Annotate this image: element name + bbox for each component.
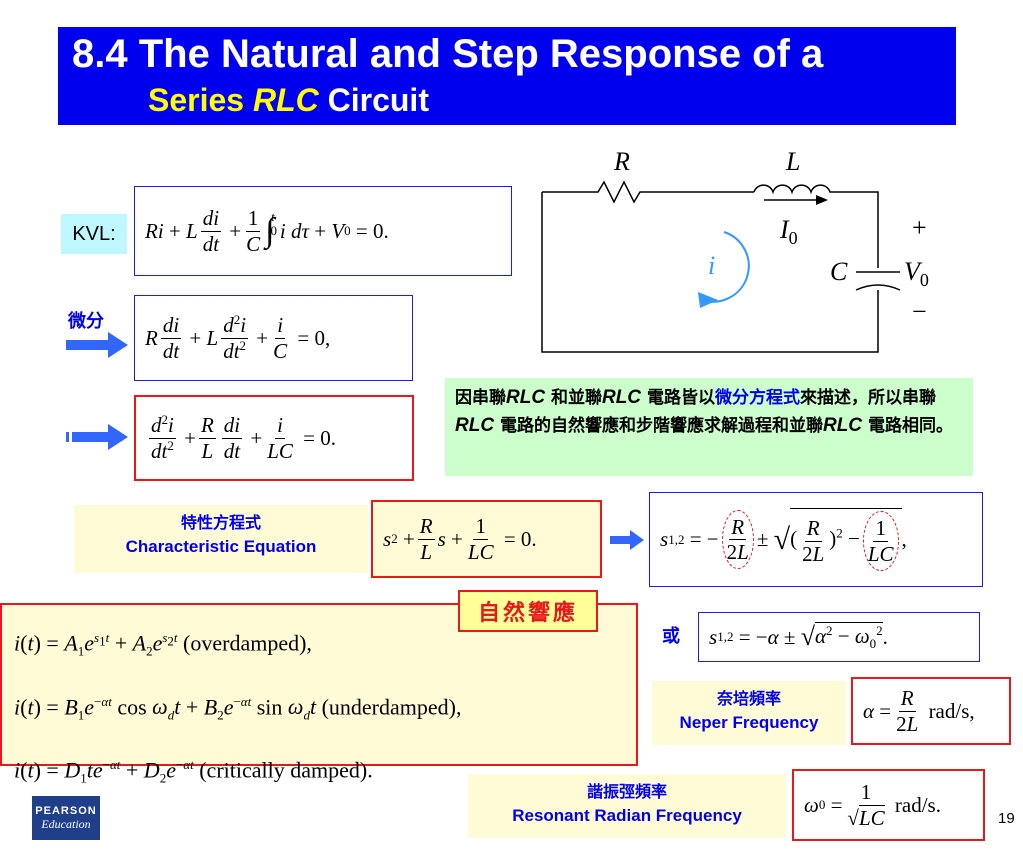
title-bar [58,27,956,125]
arrow-right-icon [66,424,128,450]
note-rlc: RLC [455,415,495,436]
note-rlc: RLC [601,387,642,408]
minus-sign: − [912,297,927,326]
note-keyword: 微分方程式 [714,388,800,408]
voltage-v0-label: V0 [904,257,929,290]
note-text: 電路皆以 [641,388,715,408]
kvl-label: KVL: [61,214,127,254]
page-number: 19 [998,810,1015,827]
overdamped-response: i(t) = A1es1t + A2es2t (overdamped), [14,630,312,659]
title-series: Series [148,82,245,118]
note-text: 電路相同。 [862,416,953,436]
underdamped-response: i(t) = B1e−αt cos ωdt + B2e−αt sin ωdt (… [14,693,462,723]
slide-title-line1: 8.4 The Natural and Step Response of a [72,32,824,76]
loop-current-label: i [708,251,715,280]
note-rlc: RLC [822,415,863,436]
arrow-right-icon [610,530,644,550]
slide-title-line2: Series RLC Circuit [148,82,429,119]
resonant-frequency-en: Resonant Radian Frequency [512,806,742,825]
note-rlc: RLC [506,387,546,408]
natural-response-tag: 自然響應 [458,590,598,632]
note-text: 和並聯 [545,388,602,408]
pearson-logo: PEARSON Education [32,796,100,840]
critically-damped-response: i(t) = D1te−αt + D2e−αt (critically damp… [14,757,373,787]
natural-response-box: i(t) = A1es1t + A2es2t (overdamped), i(t… [0,603,638,786]
neper-frequency-cn: 奈培頻率 [716,689,781,708]
resistor-label: R [613,147,630,176]
title-circuit: Circuit [327,82,429,118]
resonant-frequency-cn: 諧振弳頻率 [586,782,667,801]
note-text: 因串聯 [455,388,506,408]
neper-frequency-label: 奈培頻率 Neper Frequency [652,681,846,745]
explanation-note: 因串聯RLC 和並聯RLC 電路皆以微分方程式來描述，所以串聯RLC 電路的自然… [445,378,973,476]
resonant-frequency-label: 諧振弳頻率 Resonant Radian Frequency [468,774,786,838]
current-i0-label: I0 [779,215,798,248]
inductor-label: L [785,147,800,176]
characteristic-equation-label: 特性方程式 Characteristic Equation [74,505,368,573]
characteristic-equation-en: Characteristic Equation [125,537,317,556]
note-text: 電路的自然響應和步階響應求解過程和並聯 [494,416,823,436]
or-label: 或 [662,626,680,647]
capacitor-label: C [830,257,848,286]
characteristic-equation-cn: 特性方程式 [180,513,261,532]
note-text: 來描述，所以串聯 [799,388,936,408]
title-rlc: RLC [252,82,319,118]
series-rlc-circuit-diagram: R L I0 i C V0 + − [541,147,929,353]
neper-frequency-en: Neper Frequency [679,713,819,732]
plus-sign: + [912,213,927,242]
differentiate-label: 微分 [68,311,104,332]
arrow-right-icon [66,332,128,358]
